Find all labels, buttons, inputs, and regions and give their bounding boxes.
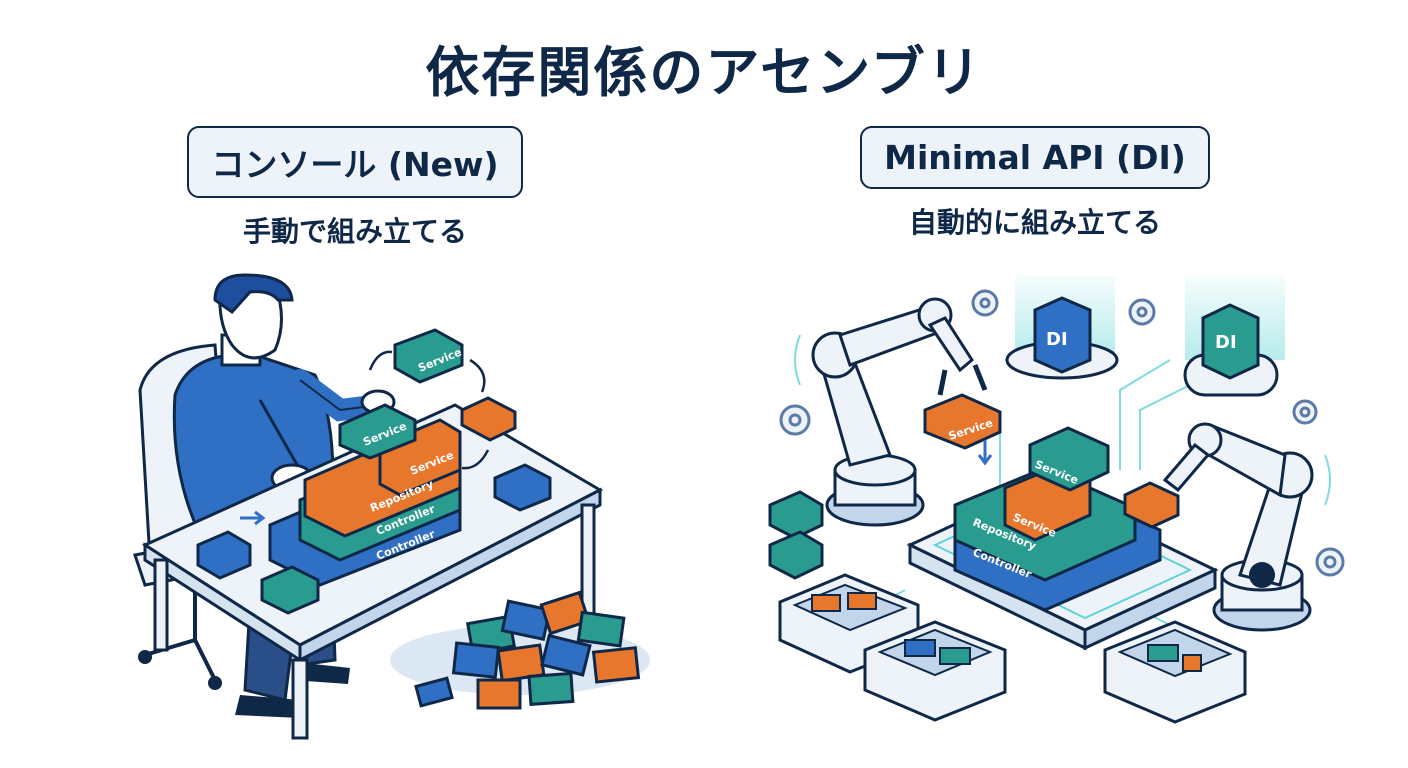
arrow-down-icon <box>977 440 993 466</box>
parts-bin <box>863 620 1007 722</box>
left-panel-label: コンソール (New) <box>187 126 523 198</box>
block-in-gripper-right <box>1123 481 1180 529</box>
robot-arm-left-icon <box>811 297 988 527</box>
left-panel-header: コンソール (New) 手動で組み立てる <box>150 126 560 250</box>
di-cube-1: DI <box>1005 296 1119 380</box>
di-cube-label-1: DI <box>1046 329 1068 350</box>
block-floating-green: Service <box>1028 426 1110 492</box>
right-panel-label: Minimal API (DI) <box>860 126 1210 189</box>
gear-icon <box>779 289 1345 577</box>
block-floating-top: Service <box>393 328 464 384</box>
right-panel-header: Minimal API (DI) 自動的に組み立てる <box>850 126 1220 241</box>
page-title: 依存関係のアセンブリ <box>425 41 983 104</box>
parts-bin <box>1103 620 1247 724</box>
left-illustration: Repository Controller Controller Service… <box>133 273 650 740</box>
right-panel-subtitle: 自動的に組み立てる <box>908 206 1161 239</box>
arrow-curve-icon <box>368 350 393 371</box>
arrow-curve-icon <box>461 449 490 470</box>
right-illustration: Repository Controller Service Service DI… <box>768 275 1345 724</box>
loose-block-teal <box>260 565 320 615</box>
stacked-blocks: Repository Controller Controller Service <box>268 418 462 587</box>
block-pile <box>414 590 641 710</box>
left-panel-subtitle: 手動で組み立てる <box>242 215 467 248</box>
loose-block-teal <box>768 490 824 540</box>
loose-block-teal <box>768 530 824 580</box>
loose-block-blue <box>493 463 552 512</box>
loose-block-orange <box>460 396 517 442</box>
di-cube-2: DI <box>1183 303 1279 397</box>
arrow-right-icon <box>240 510 266 526</box>
arrow-curve-icon <box>469 358 486 393</box>
block-in-gripper: Service <box>923 393 1002 450</box>
di-cube-label-2: DI <box>1215 332 1237 353</box>
loose-block-blue <box>196 530 252 580</box>
block-in-hand: Service <box>338 403 417 460</box>
robot-arm-right-icon <box>1162 422 1314 632</box>
